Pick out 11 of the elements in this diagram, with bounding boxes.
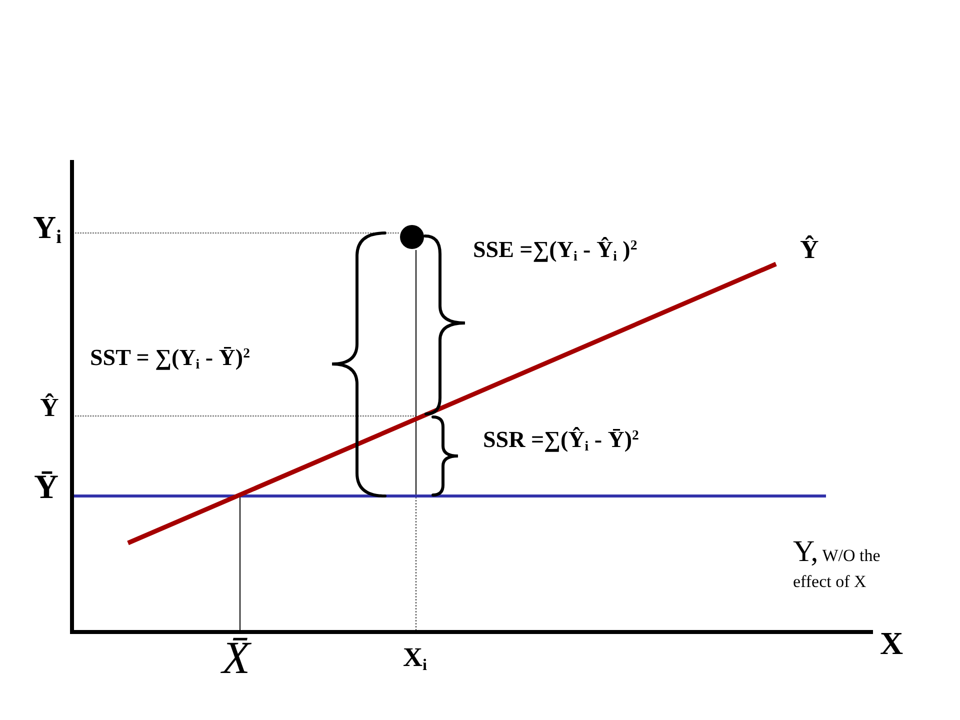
axis-title: X <box>880 627 904 661</box>
axis-value-label: X̄ <box>222 634 250 682</box>
line-label: Y, W/O the effect of X <box>793 534 882 593</box>
axis-value-label: Ȳ <box>34 470 59 506</box>
line-label: Ŷ <box>800 236 819 264</box>
formula-text: SST = ∑(Y$_{i}$ - Ȳ)$^{2}$ <box>90 346 250 370</box>
axis-value-label: Ŷ <box>40 394 59 422</box>
formula-text: SSR =∑(Ŷ$_{i}$ - Ȳ)$^{2}$ <box>483 428 639 452</box>
axis-value-label: X$_{i}$ <box>403 643 427 672</box>
axis-value-label: Y$_{i}$ <box>33 211 62 245</box>
formula-text: SSE =∑(Y$_{i}$ - Ŷ$_{i}$ )$^{2}$ <box>473 238 638 262</box>
